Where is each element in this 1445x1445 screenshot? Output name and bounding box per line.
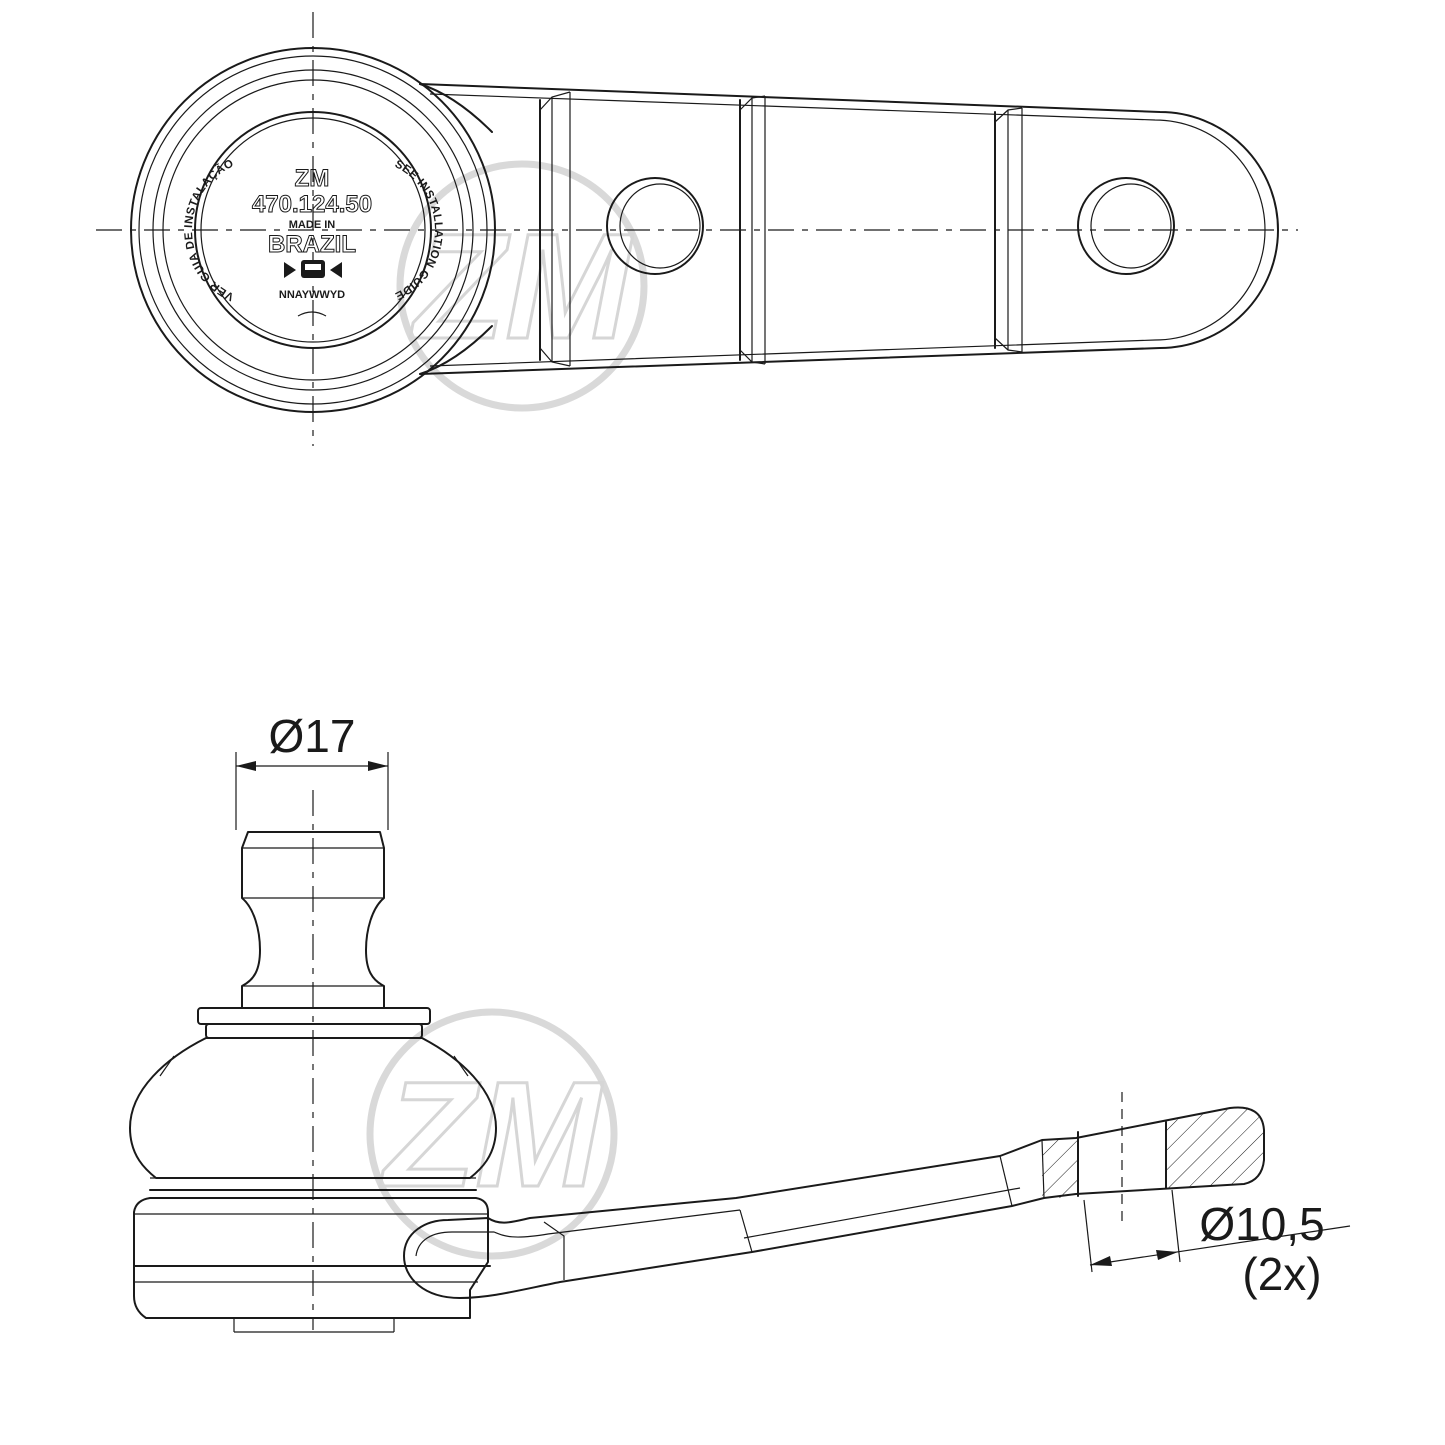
stamp-country: BRAZIL (268, 231, 356, 258)
top-view: ZM 470.124.50 MADE IN BRAZIL NNAYWWYD VE… (96, 12, 1298, 446)
stamp-date-code: NNAYWWYD (279, 289, 345, 301)
stamp-brand: ZM (295, 165, 330, 192)
stamp-logo-icon (284, 260, 342, 278)
dimension-hole-label: Ø10,5 (1199, 1198, 1324, 1250)
watermark-bottom-text: ZM (380, 1050, 604, 1218)
dimension-stud-diameter: Ø17 (235, 710, 389, 830)
rubber-boot (129, 1037, 497, 1191)
stamp-part-number: 470.124.50 (252, 191, 372, 218)
dimension-hole-diameter: Ø10,5 (2x) (1083, 1189, 1351, 1300)
dimension-stud-label: Ø17 (269, 710, 356, 762)
arm-ribs (539, 91, 1023, 367)
bolt-hole-1 (606, 177, 704, 275)
seal-ring (197, 1007, 431, 1039)
part-stamp: ZM 470.124.50 MADE IN BRAZIL NNAYWWYD VE… (183, 157, 444, 317)
side-view: Ø17 Ø10,5 (2x) (129, 710, 1351, 1333)
dimension-hole-qty: (2x) (1242, 1248, 1321, 1300)
stamp-made-in: MADE IN (289, 219, 336, 231)
stamp-signature-mark (297, 311, 327, 317)
ball-joint-housing-top (130, 47, 496, 413)
steering-arm-side (403, 1092, 1265, 1299)
ball-joint-housing-side (133, 1197, 491, 1333)
bolt-hole-2 (1077, 177, 1175, 275)
